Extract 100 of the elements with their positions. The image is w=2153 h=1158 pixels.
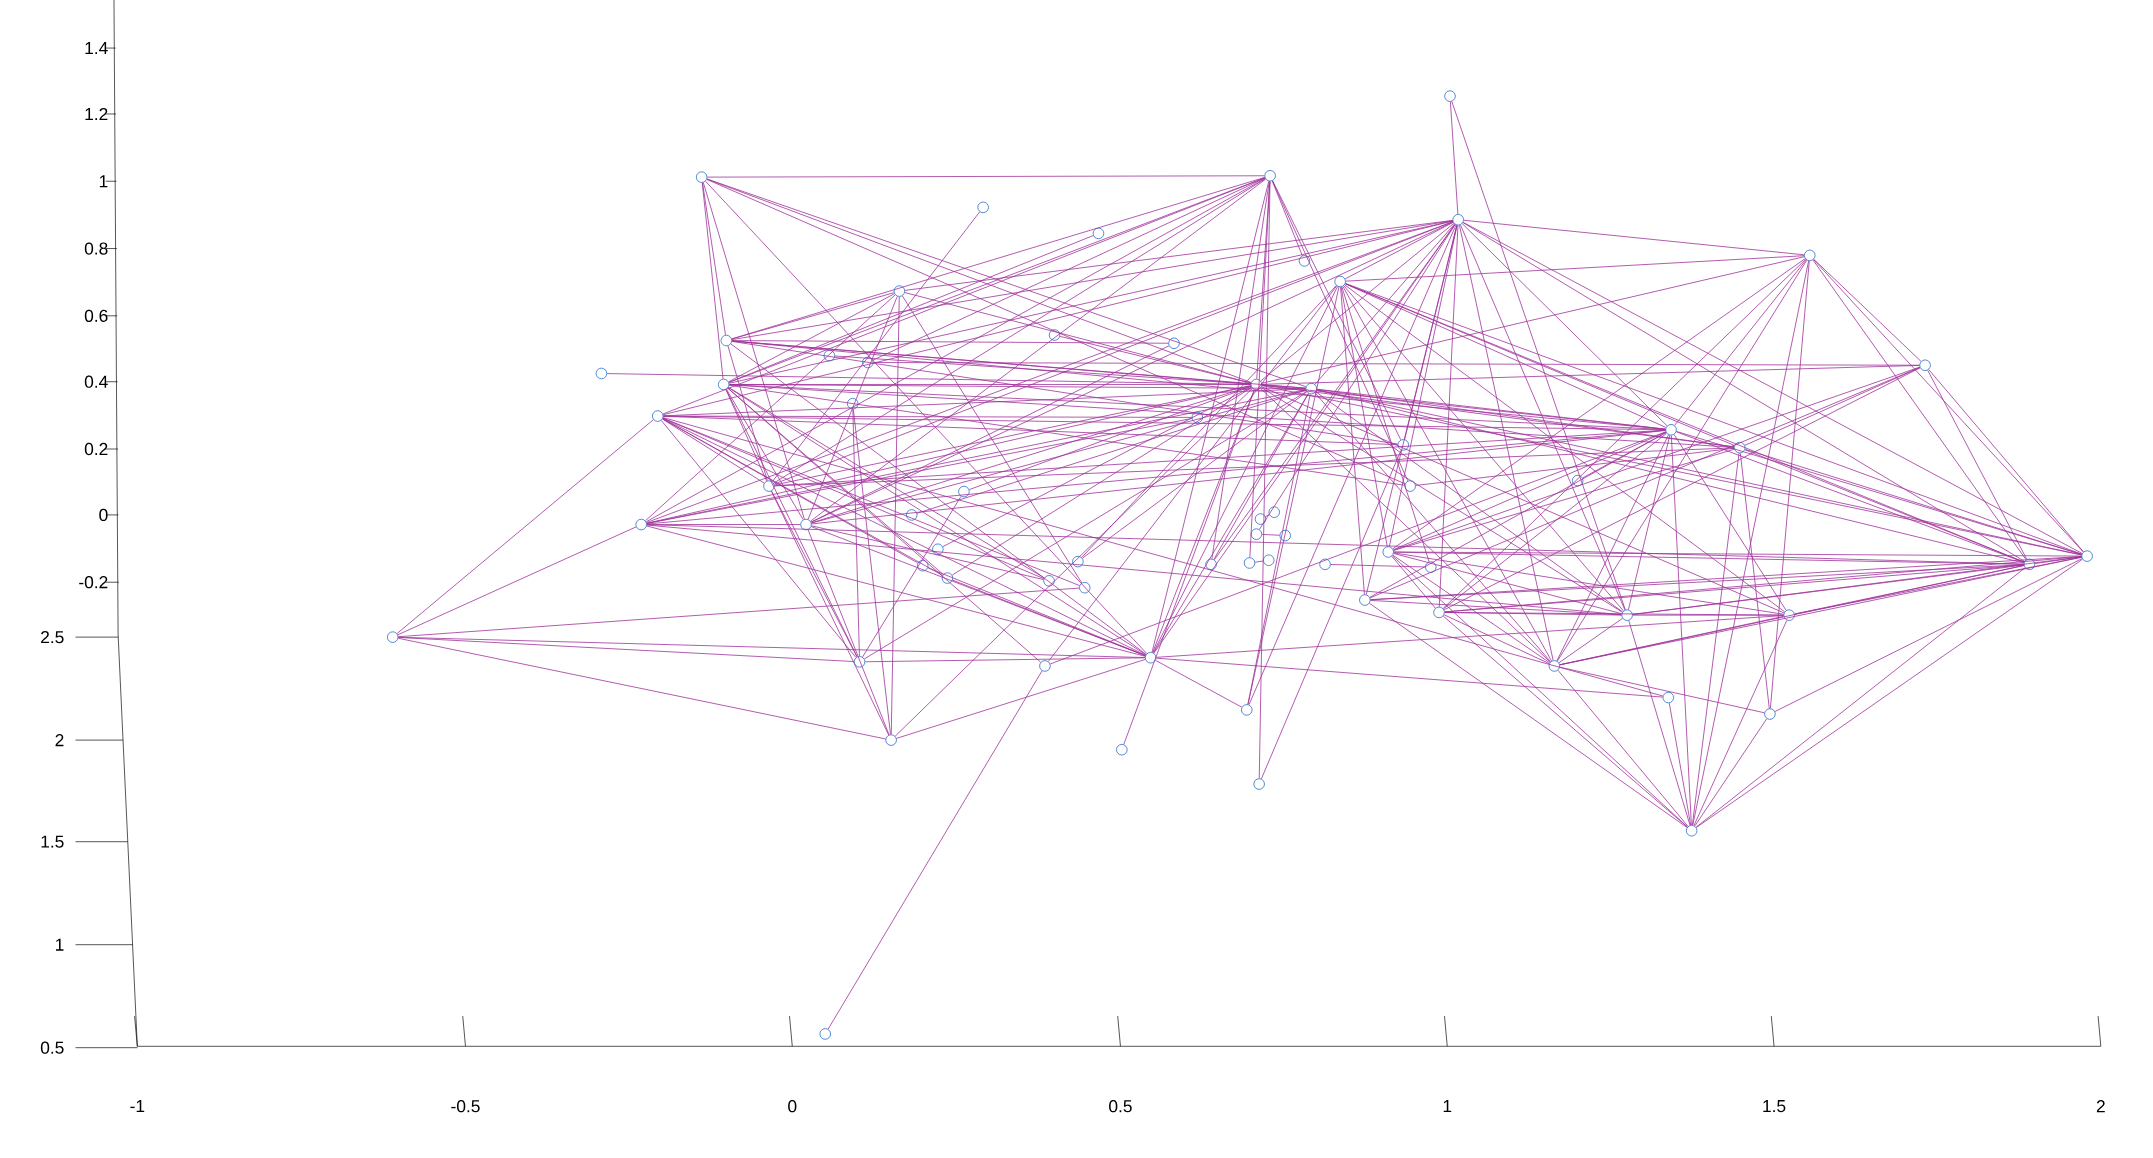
edge-line [396, 419, 654, 634]
edge-line [1812, 259, 2027, 561]
edge-line [725, 389, 767, 482]
tick-label: -0.2 [79, 576, 108, 589]
edge-line [834, 355, 1252, 385]
edge-line [864, 657, 1146, 663]
edge-line [1557, 259, 1808, 662]
edge-line [1340, 286, 1388, 547]
edge-line [1813, 258, 1922, 362]
edge-line [1460, 224, 1626, 611]
tick-label: 2 [55, 734, 64, 747]
edge-line [1261, 384, 1306, 389]
edge-line [645, 178, 1266, 523]
edge-line [707, 175, 1265, 178]
data-point [386, 631, 399, 643]
edge-line [1265, 514, 1270, 517]
edge-line [731, 292, 895, 340]
tick-label: 0.5 [1109, 1100, 1132, 1113]
edge-line [645, 294, 896, 522]
data-point [1662, 691, 1675, 704]
edge-line [1459, 224, 1554, 661]
edge-line [927, 567, 1146, 656]
edge-line [862, 496, 962, 658]
edge-line [1342, 286, 1552, 662]
edge-line [1451, 101, 1626, 611]
data-point [1254, 513, 1267, 525]
edge-line [1628, 434, 1671, 610]
tick-label: 2.5 [41, 631, 64, 644]
edge-line [807, 296, 898, 520]
edge-line [1151, 180, 1270, 653]
edge-line [1391, 556, 1436, 609]
edge-line [1316, 388, 1735, 448]
edge-line [1443, 614, 1550, 664]
edge-line [1343, 285, 1624, 612]
edge-line [1048, 285, 1338, 662]
edge-line [916, 389, 1307, 514]
data-point [717, 378, 730, 391]
edge-line [1247, 393, 1311, 705]
edge-line [873, 362, 1920, 366]
edge-line [1345, 255, 1805, 282]
edge-line [701, 182, 724, 380]
edge-line [705, 180, 1148, 654]
edge-line [662, 418, 765, 484]
edge-line [1344, 221, 1454, 280]
data-point [1072, 555, 1084, 568]
edge-line [1369, 602, 1688, 828]
edge-line [1628, 620, 1691, 826]
edge-line [731, 340, 1169, 344]
data-point [1048, 329, 1061, 341]
edge-line [1559, 666, 1765, 714]
tick-label: 1.5 [41, 835, 64, 848]
edge-line [1315, 391, 1623, 613]
data-point [823, 349, 836, 362]
edge-line [1330, 564, 1426, 568]
data-point [932, 543, 944, 555]
edge-line [1393, 553, 1622, 615]
data-point [1298, 255, 1311, 267]
data-point [1250, 528, 1263, 540]
data-point [1279, 529, 1291, 542]
data-point [720, 334, 733, 347]
edge-line [942, 386, 1252, 547]
tick-label: 2 [2096, 1100, 2105, 1113]
data-point [1243, 557, 1256, 569]
edge-line [1691, 452, 1740, 826]
edge-line [1673, 434, 1787, 611]
edge-line [1442, 615, 1688, 828]
edge-line [1463, 219, 1805, 256]
edge-line [1392, 258, 1806, 550]
edge-line [1153, 393, 1309, 654]
data-point [977, 201, 989, 214]
edge-line [890, 296, 900, 735]
edge-line [663, 415, 1192, 418]
data-point [1804, 249, 1816, 262]
edge-line [1370, 600, 1622, 616]
edge-line [1340, 286, 1365, 595]
data-point [958, 485, 970, 498]
edge-line [1365, 224, 1458, 595]
edge-line [1314, 392, 1551, 663]
edge-line [1695, 559, 2083, 828]
edge-line [728, 293, 895, 383]
edge-line [646, 221, 1454, 523]
edge-line [706, 179, 1406, 485]
edge-line [807, 529, 890, 736]
edge-line [663, 415, 1398, 446]
edge-line [1155, 660, 1243, 708]
edge-line [1443, 432, 1667, 610]
edge-line [1692, 260, 1809, 826]
edge-line [731, 177, 1266, 340]
data-point [1168, 337, 1180, 349]
data-point [1382, 546, 1394, 558]
edge-line [1557, 669, 1689, 827]
data-point [917, 560, 929, 572]
edge-line [896, 659, 1146, 739]
edge-line [1214, 223, 1456, 561]
data-point [1685, 825, 1698, 837]
data-point [1334, 275, 1346, 288]
data-point [1621, 609, 1633, 621]
tick-label: 1.5 [1763, 1100, 1786, 1113]
data-point [1404, 480, 1416, 492]
edge-line [1928, 369, 2084, 553]
